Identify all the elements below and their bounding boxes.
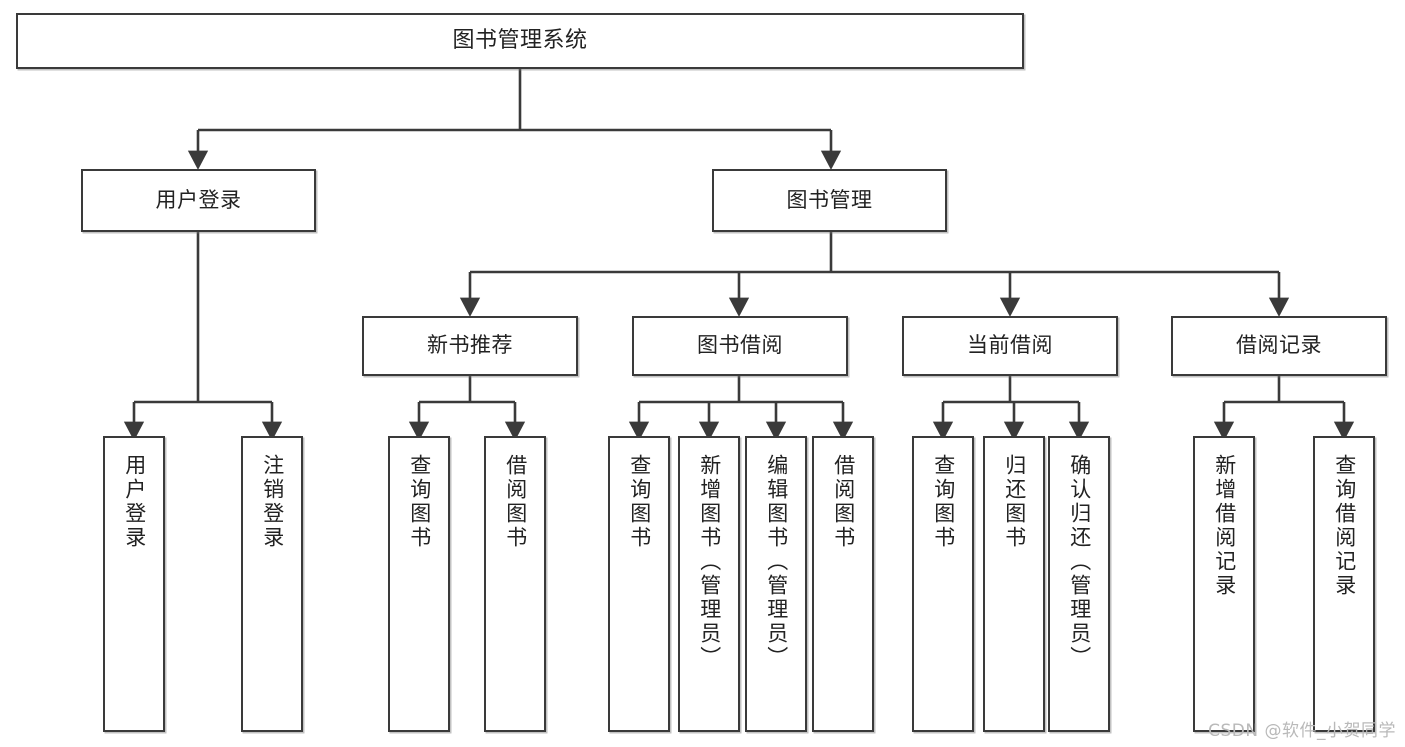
connectors-root-to-level2 bbox=[187, 69, 842, 170]
node-leaf-user-login[interactable]: 用户登录 bbox=[103, 436, 165, 732]
node-leaf-rec-borrow-book[interactable]: 借阅图书 bbox=[484, 436, 546, 732]
node-new-book-recommendation[interactable]: 新书推荐 bbox=[362, 316, 578, 376]
node-current-borrowing[interactable]: 当前借阅 bbox=[902, 316, 1118, 376]
node-label: 图书管理 bbox=[786, 187, 873, 212]
connectors-bookmanage-to-level3 bbox=[459, 232, 1290, 317]
node-label: 图书借阅 bbox=[697, 333, 783, 358]
node-label: 查询图书 bbox=[407, 454, 432, 550]
connectors-bookborrow-to-leaves bbox=[628, 376, 854, 441]
node-leaf-cb-return-book[interactable]: 归还图书 bbox=[983, 436, 1045, 732]
node-leaf-cb-confirm-return-admin[interactable]: 确认归还（管理员） bbox=[1048, 436, 1110, 732]
node-borrowing-record[interactable]: 借阅记录 bbox=[1171, 316, 1387, 376]
node-label: 注销登录 bbox=[260, 454, 285, 550]
node-label: 新增借阅记录 bbox=[1212, 454, 1237, 598]
connectors-newbookrec-to-leaves bbox=[408, 376, 526, 441]
node-leaf-br-add-record[interactable]: 新增借阅记录 bbox=[1193, 436, 1255, 732]
node-book-borrowing[interactable]: 图书借阅 bbox=[632, 316, 848, 376]
node-leaf-bb-edit-book-admin[interactable]: 编辑图书（管理员） bbox=[745, 436, 807, 732]
node-leaf-br-query-record[interactable]: 查询借阅记录 bbox=[1313, 436, 1375, 732]
node-leaf-rec-query-book[interactable]: 查询图书 bbox=[388, 436, 450, 732]
connectors-userlogin-to-leaves bbox=[123, 232, 283, 441]
node-root-book-management-system[interactable]: 图书管理系统 bbox=[16, 13, 1024, 69]
node-user-login[interactable]: 用户登录 bbox=[81, 169, 316, 232]
node-label: 编辑图书（管理员） bbox=[764, 454, 789, 670]
node-label: 借阅图书 bbox=[831, 454, 856, 550]
node-label: 图书管理系统 bbox=[452, 27, 588, 53]
node-leaf-user-logout[interactable]: 注销登录 bbox=[241, 436, 303, 732]
node-label: 用户登录 bbox=[122, 454, 147, 550]
node-label: 查询借阅记录 bbox=[1332, 454, 1357, 598]
node-label: 查询图书 bbox=[627, 454, 652, 550]
node-label: 新增图书（管理员） bbox=[697, 454, 722, 670]
node-leaf-cb-query-book[interactable]: 查询图书 bbox=[912, 436, 974, 732]
node-label: 查询图书 bbox=[931, 454, 956, 550]
node-leaf-bb-query-book[interactable]: 查询图书 bbox=[608, 436, 670, 732]
node-label: 借阅记录 bbox=[1236, 333, 1322, 358]
node-label: 新书推荐 bbox=[427, 333, 513, 358]
node-label: 借阅图书 bbox=[503, 454, 528, 550]
node-label: 当前借阅 bbox=[967, 333, 1053, 358]
node-label: 归还图书 bbox=[1002, 454, 1027, 550]
node-label: 用户登录 bbox=[155, 187, 242, 212]
node-label: 确认归还（管理员） bbox=[1067, 454, 1092, 670]
node-book-management[interactable]: 图书管理 bbox=[712, 169, 947, 232]
node-leaf-bb-add-book-admin[interactable]: 新增图书（管理员） bbox=[678, 436, 740, 732]
node-leaf-bb-borrow-book[interactable]: 借阅图书 bbox=[812, 436, 874, 732]
connectors-borrowrecord-to-leaves bbox=[1213, 376, 1355, 441]
connectors-currentborrow-to-leaves bbox=[932, 376, 1090, 441]
